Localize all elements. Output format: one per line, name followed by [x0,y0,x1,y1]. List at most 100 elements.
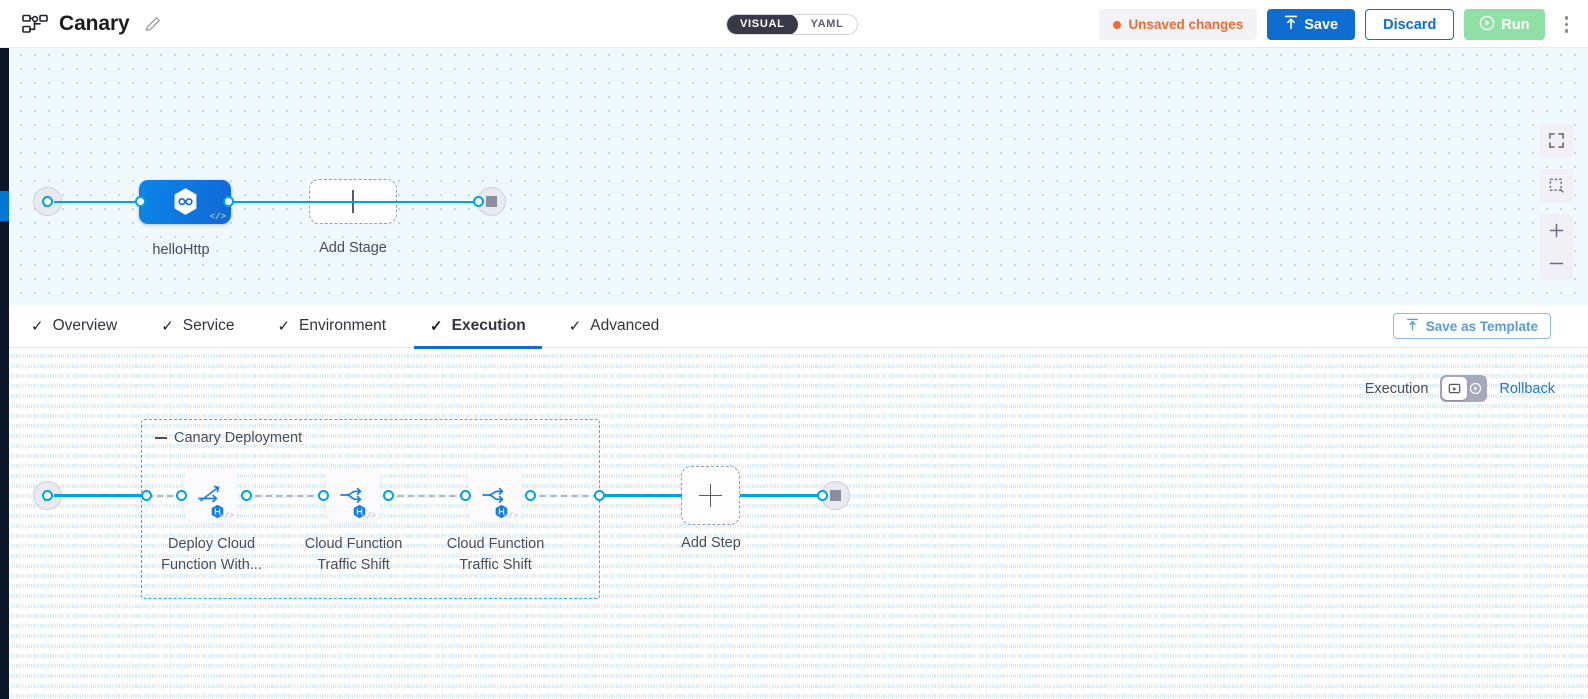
header-actions: Unsaved changes Save Discard [1099,9,1574,40]
step2-output-port[interactable] [383,489,394,501]
edge-step1-to-step2 [245,495,324,497]
step1-input-port[interactable] [176,489,187,501]
harness-hex-badge [352,504,367,519]
add-step-label: Add Step [681,535,741,551]
edge-group-to-addstep [600,494,682,497]
hexagon-link-icon [172,187,199,217]
tab-advanced[interactable]: ✓ Advanced [569,305,660,348]
run-play-icon [1479,15,1495,35]
fullscreen-icon[interactable] [1540,124,1573,157]
stage-node-hellohttp[interactable]: </> [139,180,231,224]
template-upload-icon [1406,318,1419,334]
pipeline-icon [22,14,48,34]
step-node-deploy-cloud-function[interactable]: </> [184,468,238,522]
step-code-badge: </> [219,512,234,521]
stage-canvas[interactable]: </> helloHttp Add Stage [0,48,1588,305]
edge-stage-to-addstage [229,200,479,204]
add-step-button[interactable] [681,466,740,525]
edge-step3-to-group-exit [529,495,599,497]
zoom-out-button[interactable] [1540,247,1573,280]
step-code-badge: </> [503,512,518,521]
end-node[interactable] [477,187,506,216]
check-icon: ✓ [31,318,44,335]
end-input-port[interactable] [817,489,828,501]
discard-button[interactable]: Discard [1365,9,1455,40]
stage-output-port[interactable] [223,196,234,207]
step-group-label: Canary Deployment [174,430,303,446]
group-exit-port[interactable] [594,489,605,501]
edge-addstep-to-end [740,494,826,497]
stage-node-label: helloHttp [152,242,210,258]
group-entry-port[interactable] [141,489,152,501]
tab-environment[interactable]: ✓ Environment [277,305,386,348]
execution-controls: Execution Rollback [1365,375,1555,402]
step2-input-port[interactable] [318,489,329,501]
save-as-template-button[interactable]: Save as Template [1392,313,1551,339]
unsaved-label: Unsaved changes [1128,17,1244,32]
tab-overview-label: Overview [52,317,118,334]
left-nav-rail [0,48,9,699]
step1-label: Deploy Cloud Function With... [148,534,275,576]
step-node-traffic-shift-1[interactable]: </> [326,468,380,522]
tab-yaml[interactable]: YAML [810,18,844,30]
step3-label: Cloud Function Traffic Shift [432,534,559,576]
execution-mode-label: Execution [1364,380,1429,397]
end-input-port[interactable] [473,196,484,207]
status-badge-unsaved: Unsaved changes [1099,9,1258,40]
app-header: Canary VISUAL YAML Unsaved changes [0,0,1588,48]
plus-icon-bar [699,494,722,497]
rollback-view-icon[interactable] [1469,382,1482,395]
pencil-edit-icon[interactable] [145,16,161,32]
zoom-in-button[interactable] [1540,214,1573,247]
step3-label-line2: Traffic Shift [459,557,532,573]
execution-rollback-toggle[interactable] [1440,375,1488,402]
left-rail-active-indicator [0,191,9,221]
start-output-port[interactable] [42,489,53,501]
tab-overview[interactable]: ✓ Overview [31,305,117,348]
check-icon: ✓ [568,318,582,335]
view-mode-toggle[interactable]: VISUAL YAML [726,14,858,35]
save-label: Save [1304,16,1339,33]
tab-visual[interactable]: VISUAL [727,15,798,34]
toggle-knob[interactable] [1442,377,1468,400]
step1-output-port[interactable] [241,489,252,501]
edge-start-to-stage [54,200,146,204]
step2-label-line1: Cloud Function [304,536,403,552]
traffic-shift-icon [480,483,510,507]
fit-to-screen-icon[interactable] [1540,169,1573,202]
rollback-link[interactable]: Rollback [1499,380,1555,397]
run-button[interactable]: Run [1464,9,1545,40]
step3-input-port[interactable] [460,489,471,501]
kebab-dot [1564,22,1568,27]
tab-service-label: Service [182,317,235,334]
edge-group-entry [147,495,183,497]
step2-label-line2: Traffic Shift [317,557,390,573]
execution-view-icon [1448,382,1461,395]
step3-output-port[interactable] [525,489,536,501]
config-tabs: ✓ Overview ✓ Service ✓ Environment ✓ Exe… [0,305,1588,349]
edge-step2-to-step3 [387,495,466,497]
collapse-dash-icon[interactable] [155,437,167,439]
step1-label-line2: Function With... [161,557,262,573]
discard-label: Discard [1383,16,1437,33]
step-group-title[interactable]: Canary Deployment [155,430,302,446]
kebab-menu-icon[interactable] [1555,10,1575,39]
step-node-traffic-shift-2[interactable]: </> [468,468,522,522]
header-left-group: Canary [0,12,161,36]
save-upload-icon [1284,15,1298,34]
kebab-dot [1564,29,1568,33]
execution-canvas[interactable]: Canary Deployment [0,348,1588,699]
step-code-badge: </> [361,512,376,521]
stop-icon [486,196,497,207]
zoom-controls [1540,214,1573,280]
kebab-dot [1564,16,1568,20]
save-as-template-label: Save as Template [1425,318,1538,334]
save-button[interactable]: Save [1267,9,1356,40]
start-output-port[interactable] [42,196,53,207]
tab-service[interactable]: ✓ Service [161,305,234,348]
tab-execution-label: Execution [451,317,526,334]
stage-input-port[interactable] [135,196,146,207]
tab-advanced-label: Advanced [590,317,660,334]
tab-execution[interactable]: ✓ Execution [414,305,542,349]
